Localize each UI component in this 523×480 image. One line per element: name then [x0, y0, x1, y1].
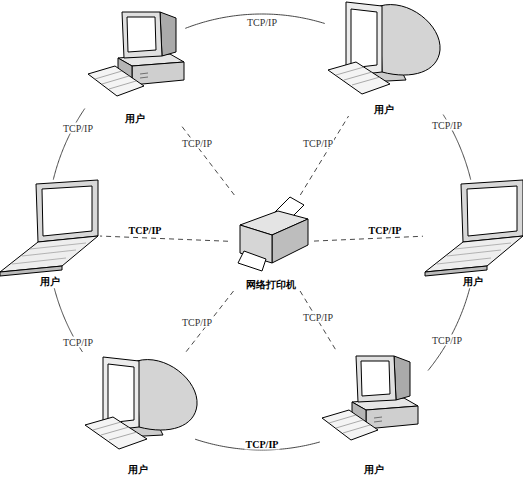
protocol-label: TCP/IP: [368, 225, 403, 236]
ring-link: [185, 14, 324, 28]
node-label: 用户: [85, 113, 185, 125]
node-label: 网络打印机: [228, 279, 314, 291]
protocol-label: TCP/IP: [302, 312, 334, 323]
protocol-label: TCP/IP: [62, 123, 94, 134]
printer-link: [300, 116, 348, 195]
printer-link: [300, 291, 336, 350]
ring-link: [195, 439, 320, 450]
desktop-icon: [322, 356, 418, 440]
node-label: 用户: [423, 276, 523, 288]
ring-link: [53, 109, 84, 180]
node-label: 用户: [320, 464, 428, 476]
user-computer: 用户: [320, 350, 428, 476]
protocol-label: TCP/IP: [181, 138, 213, 149]
printer-link: [181, 125, 234, 195]
user-computer: 用户: [85, 5, 185, 125]
protocol-label: TCP/IP: [431, 335, 463, 346]
protocol-label: TCP/IP: [302, 138, 334, 149]
user-computer: 用户: [423, 180, 523, 288]
crt-icon: [328, 2, 440, 94]
printer-icon: [238, 197, 308, 271]
protocol-label: TCP/IP: [128, 225, 163, 236]
protocol-label: TCP/IP: [62, 337, 94, 348]
network-printer: 网络打印机: [228, 195, 314, 291]
laptop-icon: [425, 180, 523, 276]
user-computer: 用户: [0, 180, 100, 288]
printer-link: [314, 236, 423, 241]
protocol-label: TCP/IP: [181, 317, 213, 328]
printer-link: [100, 236, 228, 241]
protocol-label: TCP/IP: [431, 120, 463, 131]
user-computer: 用户: [80, 352, 195, 476]
protocol-label: TCP/IP: [246, 17, 278, 28]
crt-icon: [85, 357, 197, 449]
node-label: 用户: [0, 276, 100, 288]
laptop-icon: [0, 180, 98, 276]
user-computer: 用户: [325, 0, 443, 116]
node-label: 用户: [325, 104, 443, 116]
ring-link: [428, 288, 470, 370]
node-label: 用户: [80, 464, 195, 476]
desktop-icon: [88, 12, 184, 96]
protocol-label: TCP/IP: [245, 439, 280, 450]
